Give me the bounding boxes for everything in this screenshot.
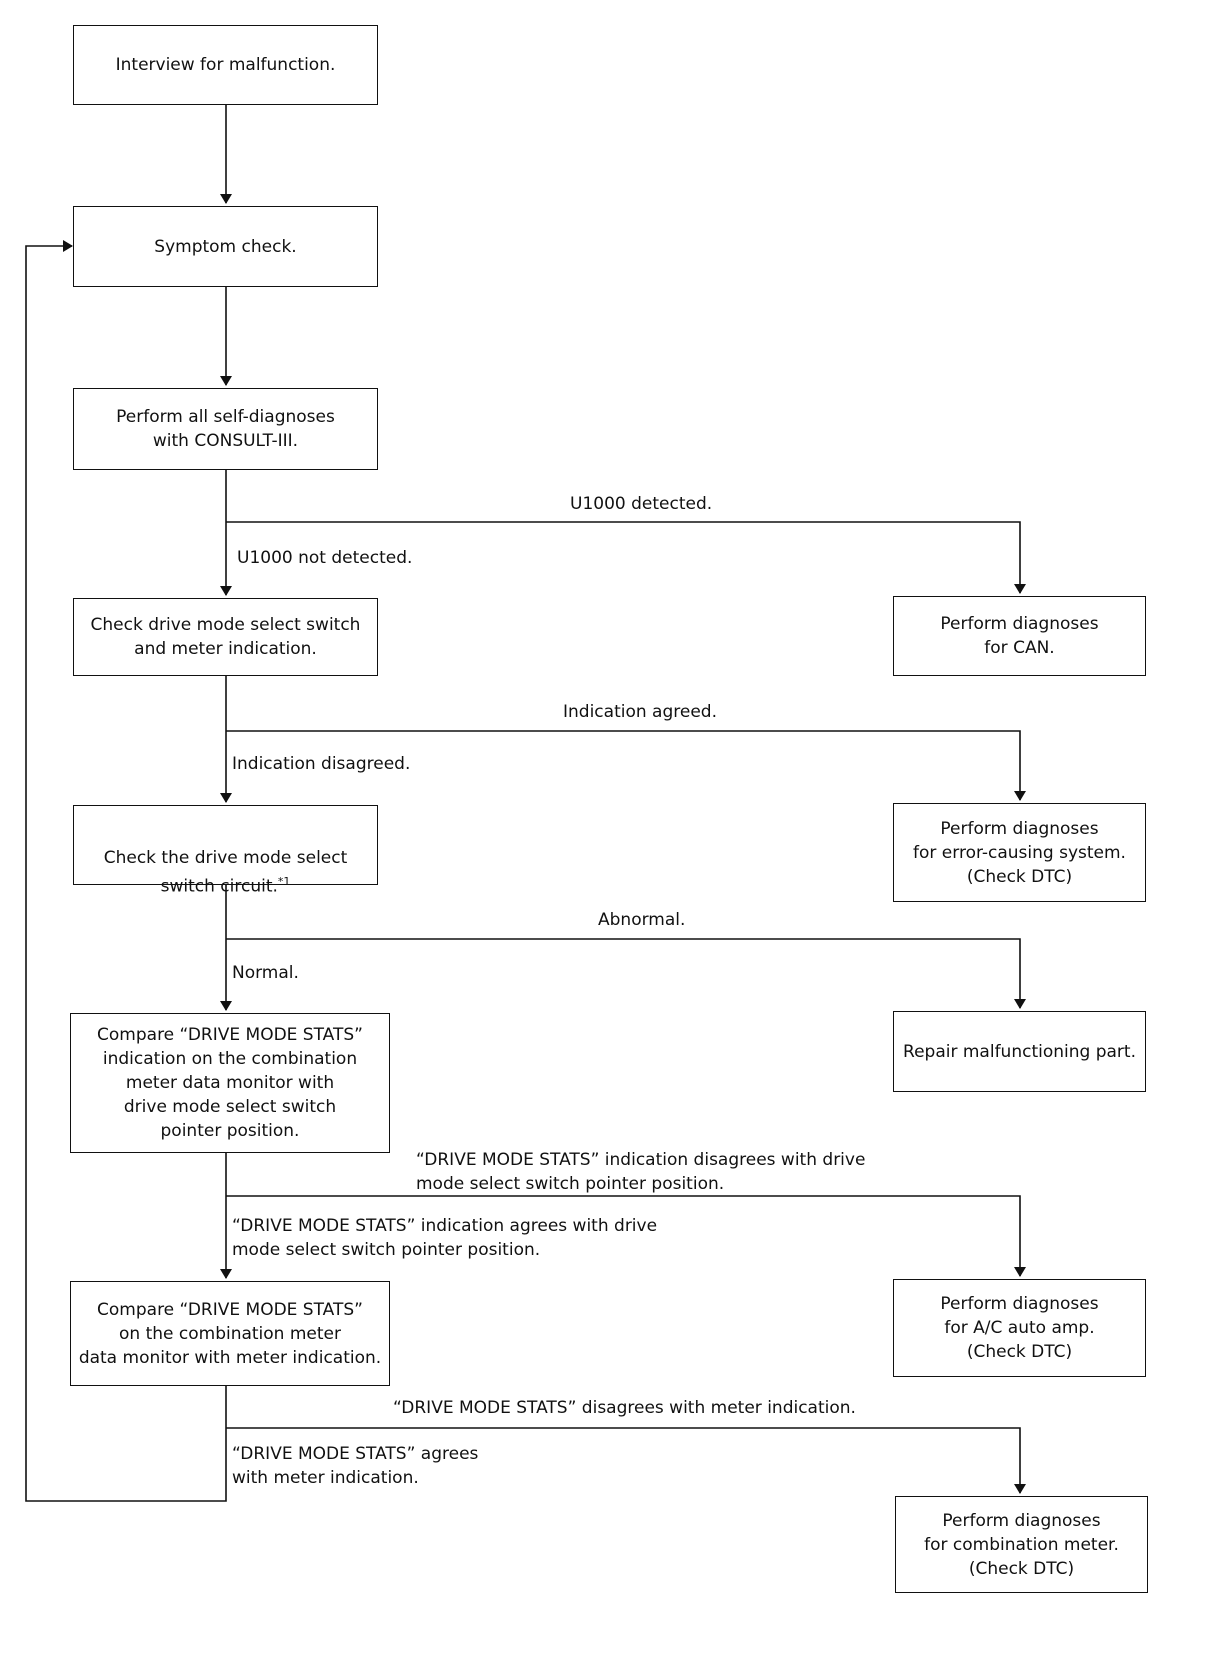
outcome-error-system: Perform diagnoses for error-causing syst…: [893, 803, 1146, 902]
label-indication-disagreed: Indication disagreed.: [232, 754, 411, 774]
label-abnormal: Abnormal.: [598, 910, 686, 930]
label-pointer-disagrees: “DRIVE MODE STATS” indication disagrees …: [416, 1150, 866, 1194]
step-interview: Interview for malfunction.: [73, 25, 378, 105]
outcome-ac-amp: Perform diagnoses for A/C auto amp. (Che…: [893, 1279, 1146, 1377]
outcome-can: Perform diagnoses for CAN.: [893, 596, 1146, 676]
arrow-circuit-to-repair: [226, 938, 1026, 1009]
label-meter-disagrees: “DRIVE MODE STATS” disagrees with meter …: [393, 1398, 856, 1418]
arrow-checkswitch-to-error: [226, 730, 1026, 801]
step-compare-pointer: Compare “DRIVE MODE STATS” indication on…: [70, 1013, 390, 1153]
label-meter-agrees: “DRIVE MODE STATS” agrees with meter ind…: [232, 1444, 479, 1488]
arrow-meter-to-combination: [226, 1427, 1026, 1494]
outcome-combination-meter: Perform diagnoses for combination meter.…: [895, 1496, 1148, 1593]
arrow-selfdiag-to-can: [226, 521, 1026, 594]
step-check-circuit: Check the drive mode select switch circu…: [73, 805, 378, 897]
check-circuit-text: Check the drive mode select switch circu…: [103, 848, 348, 897]
step-check-switch: Check drive mode select switch and meter…: [73, 598, 378, 676]
label-indication-agreed: Indication agreed.: [563, 702, 717, 722]
step-compare-meter: Compare “DRIVE MODE STATS” on the combin…: [70, 1281, 390, 1386]
label-u1000-not-detected: U1000 not detected.: [237, 548, 413, 568]
footnote-marker: *1: [277, 875, 291, 888]
outcome-repair: Repair malfunctioning part.: [893, 1011, 1146, 1092]
arrow-loop-to-symptom: [25, 240, 227, 1502]
arrow-compare-to-acamp: [226, 1195, 1026, 1277]
step-self-diagnoses: Perform all self-diagnoses with CONSULT-…: [73, 388, 378, 470]
label-normal: Normal.: [232, 963, 299, 983]
label-u1000-detected: U1000 detected.: [570, 494, 713, 514]
step-symptom-check: Symptom check.: [73, 206, 378, 287]
label-pointer-agrees: “DRIVE MODE STATS” indication agrees wit…: [232, 1216, 658, 1260]
